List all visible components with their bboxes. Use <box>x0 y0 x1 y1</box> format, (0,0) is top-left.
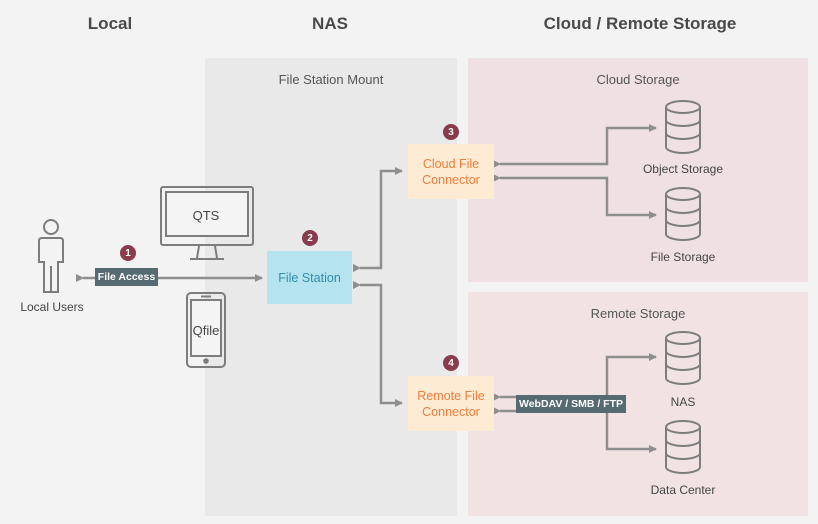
remote-dc-arrow <box>493 407 657 453</box>
cloud-storage-panel: Cloud Storage <box>468 58 808 282</box>
file-station-box[interactable]: File Station <box>267 251 352 304</box>
phone-label: Qfile <box>192 323 220 338</box>
object-storage-label: Object Storage <box>642 162 724 176</box>
person-icon <box>38 219 64 293</box>
column-title-cloud-remote: Cloud / Remote Storage <box>543 14 737 33</box>
fs-cloud-arrow <box>353 167 403 272</box>
data-center-database-icon <box>665 420 701 474</box>
column-title-local: Local <box>87 14 133 33</box>
step-badge-4: 4 <box>443 355 459 371</box>
webdav-smb-ftp-tag: WebDAV / SMB / FTP <box>516 395 626 413</box>
cloud-object-arrow <box>493 124 657 168</box>
monitor-icon <box>160 186 254 260</box>
monitor-label: QTS <box>192 208 220 223</box>
data-center-label: Data Center <box>650 483 716 497</box>
cloud-file-arrow <box>493 174 657 219</box>
remote-connector-line2: Connector <box>422 404 480 419</box>
step-badge-2: 2 <box>302 230 318 246</box>
file-storage-label: File Storage <box>650 250 716 264</box>
nas-panel-title: File Station Mount <box>278 72 384 87</box>
phone-icon <box>186 292 226 368</box>
nas-storage-label: NAS <box>670 395 696 409</box>
nas-database-icon <box>665 331 701 385</box>
remote-nas-arrow <box>493 353 657 401</box>
remote-file-connector-box[interactable]: Remote File Connector <box>408 376 494 431</box>
fs-remote-arrow <box>353 281 403 407</box>
remote-connector-line1: Remote File <box>417 388 485 403</box>
file-storage-database-icon <box>665 187 701 241</box>
step-badge-3: 3 <box>443 124 459 140</box>
file-station-label: File Station <box>278 270 341 285</box>
column-title-nas: NAS <box>312 14 348 33</box>
cloud-file-connector-box[interactable]: Cloud File Connector <box>408 144 494 199</box>
local-users-label: Local Users <box>20 300 84 314</box>
cloud-connector-line2: Connector <box>422 172 480 187</box>
cloud-panel-title: Cloud Storage <box>596 72 680 87</box>
remote-panel-title: Remote Storage <box>590 306 686 321</box>
step-badge-1: 1 <box>120 245 136 261</box>
cloud-connector-line1: Cloud File <box>422 156 480 171</box>
object-storage-database-icon <box>665 100 701 154</box>
file-access-tag: File Access <box>95 268 158 286</box>
